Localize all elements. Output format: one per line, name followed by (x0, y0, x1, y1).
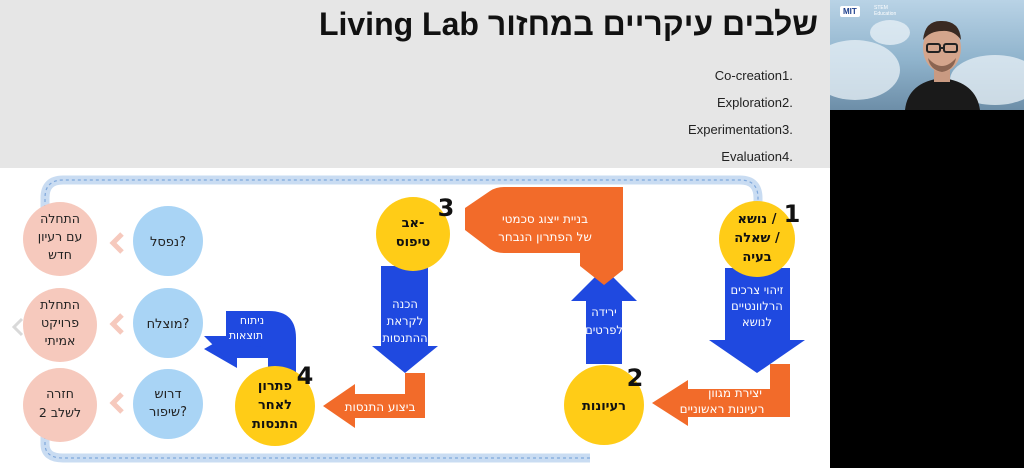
svg-text:1: 1 (784, 200, 801, 228)
steps-list: Co-creation1. Exploration2. Experimentat… (688, 62, 808, 170)
slide-title: שלבים עיקריים במחזור Living Lab (318, 6, 818, 42)
chevron-left-icon (109, 392, 124, 414)
svg-text:פתרון: פתרון (258, 379, 292, 394)
outcome-real-project: התחלת פרויקט אמיתי (23, 288, 97, 362)
arrow-build-model: בניית ייצוג סכמטי של הפתרון הנבחר (465, 187, 623, 285)
chevrons (109, 232, 124, 414)
svg-text:דרוש: דרוש (154, 387, 181, 402)
svg-text:לקראת: לקראת (387, 314, 423, 328)
svg-text:לנושא: לנושא (742, 315, 772, 329)
svg-text:נושא /: נושא / (738, 212, 777, 227)
presenter-avatar (905, 20, 980, 110)
svg-text:3: 3 (438, 194, 455, 222)
arrow-prepare: הכנה לקראת ההתנסות (372, 266, 438, 373)
svg-text:הרלוונטיים: הרלוונטיים (731, 299, 783, 313)
svg-text:לפרטים: לפרטים (585, 323, 623, 337)
step-item: Co-creation1. (714, 68, 793, 83)
arrow-analyze: ניתוח תוצאות (204, 311, 296, 376)
svg-text:של הפתרון הנבחר: של הפתרון הנבחר (498, 230, 592, 244)
node-ideas: רעיונות 2 (564, 364, 644, 445)
svg-text:התחלת: התחלת (40, 297, 80, 312)
svg-text:ניתוח: ניתוח (240, 314, 264, 327)
living-lab-cycle-diagram: התחלה עם רעיון חדש התחלת פרויקט אמיתי חז… (11, 175, 805, 463)
svg-text:פרויקט: פרויקט (41, 315, 79, 330)
svg-text:אמיתי: אמיתי (45, 333, 76, 348)
svg-text:נפסל?: נפסל? (150, 235, 186, 250)
svg-text:התנסות: התנסות (252, 417, 298, 432)
svg-text:זיהוי צרכים: זיהוי צרכים (730, 283, 783, 297)
svg-text:התחלה: התחלה (40, 211, 80, 226)
step-item: Experimentation3. (688, 122, 793, 137)
chevron-left-icon (109, 232, 124, 254)
step-item: Evaluation4. (721, 149, 793, 164)
node-solution: פתרון לאחר התנסות 4 (235, 362, 315, 446)
svg-text:הכנה: הכנה (392, 297, 418, 311)
outcome-new-idea: התחלה עם רעיון חדש (23, 202, 97, 276)
chevron-left-icon (109, 313, 124, 335)
node-topic: נושא / שאלה / בעיה 1 (719, 200, 800, 277)
arrow-execute: ביצוע התנסות (323, 373, 425, 428)
svg-text:2: 2 (627, 364, 644, 392)
chevron-left-icon (11, 317, 24, 337)
institute-logo: MIT (840, 6, 860, 17)
svg-text:בניית ייצוג סכמטי: בניית ייצוג סכמטי (502, 212, 588, 226)
video-black-area (830, 110, 1024, 468)
svg-text:שאלה /: שאלה / (734, 231, 780, 246)
svg-text:ביצוע התנסות: ביצוע התנסות (345, 400, 416, 414)
svg-text:ההתנסות: ההתנסות (382, 331, 427, 345)
step-item: Exploration2. (716, 95, 793, 110)
arrow-create-ideas: יצירת מגוון רעיונות ראשוניים (652, 364, 790, 426)
slide-header: שלבים עיקריים במחזור Living Lab Co-creat… (0, 0, 830, 168)
svg-text:רעיונות ראשוניים: רעיונות ראשוניים (680, 402, 765, 416)
question-failed: נפסל? (133, 206, 203, 276)
svg-text:בעיה: בעיה (742, 250, 771, 265)
svg-text:מוצלח?: מוצלח? (147, 317, 190, 332)
question-succeeded: מוצלח? (133, 288, 203, 358)
svg-text:חזרה: חזרה (46, 386, 74, 401)
svg-text:שיפור?: שיפור? (149, 405, 187, 420)
arrow-identify-needs: זיהוי צרכים הרלוונטיים לנושא (709, 268, 805, 373)
outcome-back-to-2: חזרה לשלב 2 (23, 368, 97, 442)
svg-text:אב-: אב- (402, 216, 425, 231)
svg-text:לשלב 2: לשלב 2 (39, 405, 81, 420)
svg-text:טיפוס: טיפוס (396, 235, 431, 250)
svg-text:ירידה: ירידה (591, 305, 616, 319)
presentation-slide: שלבים עיקריים במחזור Living Lab Co-creat… (0, 0, 830, 468)
svg-text:4: 4 (297, 362, 314, 390)
arrow-details: ירידה לפרטים (571, 268, 637, 364)
svg-text:רעיונות: רעיונות (582, 399, 626, 414)
svg-text:לאחר: לאחר (258, 398, 292, 413)
svg-text:חדש: חדש (48, 247, 72, 262)
svg-text:תוצאות: תוצאות (229, 329, 263, 342)
svg-text:יצירת מגוון: יצירת מגוון (708, 386, 762, 400)
svg-text:עם רעיון: עם רעיון (38, 229, 83, 244)
education-logo: STEM Education (874, 5, 897, 17)
webcam-video: MIT STEM Education (830, 0, 1024, 110)
question-improve: דרוש שיפור? (133, 369, 203, 439)
node-prototype: אב- טיפוס 3 (376, 194, 454, 271)
